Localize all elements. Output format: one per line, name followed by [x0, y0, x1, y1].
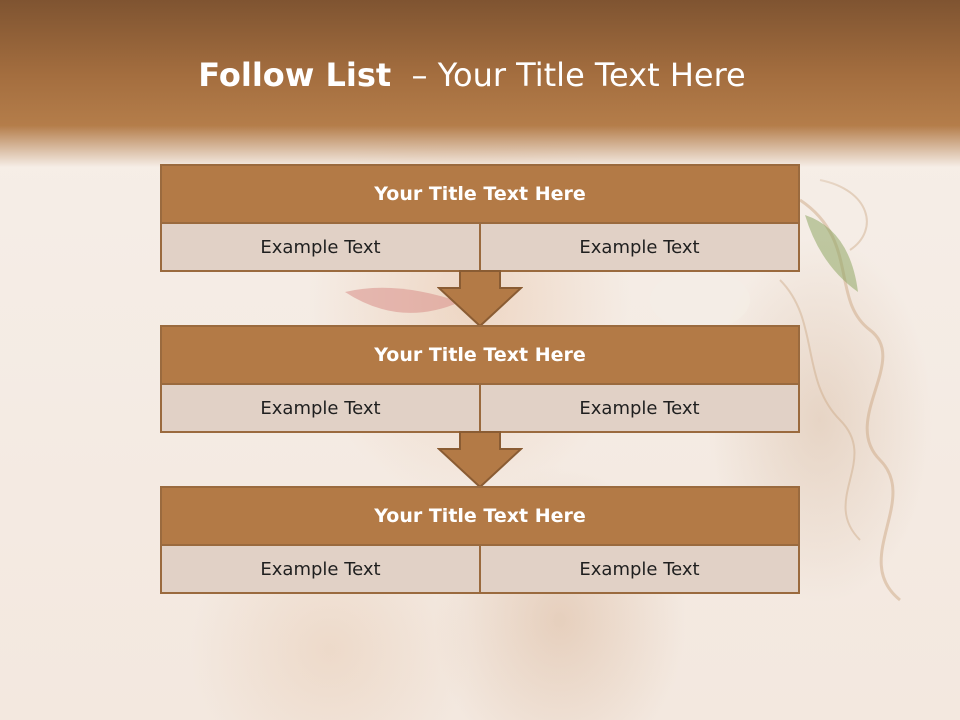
slide-title: Follow List – Your Title Text Here — [0, 56, 944, 94]
down-arrow-icon — [437, 431, 523, 489]
block-title: Your Title Text Here — [162, 327, 798, 385]
list-block-3: Your Title Text Here Example Text Exampl… — [160, 486, 800, 594]
header-band — [0, 0, 960, 190]
block-cell-right: Example Text — [479, 546, 798, 592]
block-cell-right: Example Text — [479, 224, 798, 270]
list-block-1: Your Title Text Here Example Text Exampl… — [160, 164, 800, 272]
block-cell-left: Example Text — [162, 224, 479, 270]
block-row: Example Text Example Text — [162, 385, 798, 431]
block-title: Your Title Text Here — [162, 488, 798, 546]
block-cell-left: Example Text — [162, 385, 479, 431]
block-row: Example Text Example Text — [162, 546, 798, 592]
slide-title-rest: – Your Title Text Here — [391, 56, 746, 94]
down-arrow-icon — [437, 270, 523, 328]
slide-title-bold: Follow List — [198, 56, 392, 94]
block-cell-left: Example Text — [162, 546, 479, 592]
block-row: Example Text Example Text — [162, 224, 798, 270]
block-cell-right: Example Text — [479, 385, 798, 431]
list-block-2: Your Title Text Here Example Text Exampl… — [160, 325, 800, 433]
block-title: Your Title Text Here — [162, 166, 798, 224]
